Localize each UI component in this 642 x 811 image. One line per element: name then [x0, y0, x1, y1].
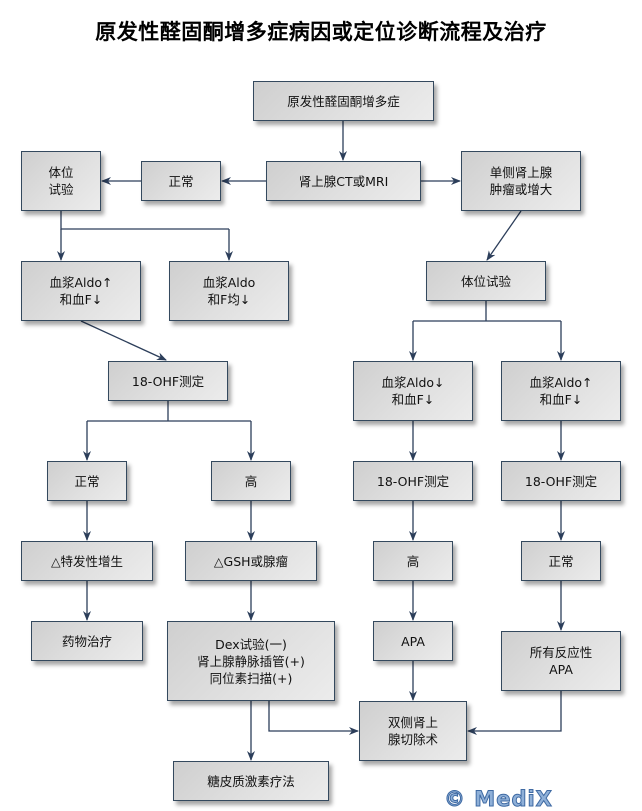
edge-posture-right-split [413, 301, 561, 322]
node-dex-test: Dex试验(一) 肾上腺静脉插管(+) 同位素扫描(+) [167, 621, 335, 701]
node-posture-test-left: 体位 试验 [21, 151, 101, 211]
node-18ohf-left: 18-OHF测定 [108, 361, 228, 401]
node-idiopathic-hyperplasia: △特发性增生 [21, 541, 153, 581]
node-glucocorticoid-therapy: 糖皮质激素疗法 [173, 761, 329, 801]
edge-unilateral-to-posture [486, 210, 522, 261]
node-high-mid: 高 [211, 461, 291, 501]
node-gsh-or-adenoma: △GSH或腺瘤 [185, 541, 317, 581]
node-18ohf-right1: 18-OHF测定 [353, 461, 473, 501]
node-high-right: 高 [373, 541, 453, 581]
diagram-title: 原发性醛固酮增多症病因或定位诊断流程及治疗 [95, 19, 547, 44]
node-primary-aldosteronism: 原发性醛固酮增多症 [253, 81, 434, 121]
node-aldo-up-f-down-right: 血浆Aldo↑ 和血F↓ [501, 361, 621, 421]
node-normal-right: 正常 [521, 541, 601, 581]
node-normal-mid: 正常 [47, 461, 127, 501]
node-18ohf-right2: 18-OHF测定 [501, 461, 621, 501]
node-aldo-up-f-down-left: 血浆Aldo↑ 和血F↓ [21, 261, 141, 321]
node-aldo-down-f-down-right: 血浆Aldo↓ 和血F↓ [353, 361, 473, 421]
node-responsive-apa: 所有反应性 APA [501, 631, 621, 691]
node-apa: APA [373, 621, 453, 661]
edge-aldo-up-to-ohf [80, 320, 167, 361]
edge-dex-to-bilateral [268, 701, 359, 735]
node-adrenal-ct-mri: 肾上腺CT或MRI [266, 161, 421, 201]
edge-ohf-split [87, 401, 251, 422]
node-bilateral-adrenalectomy: 双侧肾上 腺切除术 [359, 701, 467, 761]
node-normal-top: 正常 [141, 161, 221, 201]
edge-posture-split [60, 211, 229, 230]
node-drug-therapy: 药物治疗 [31, 621, 143, 661]
node-aldo-f-both-down: 血浆Aldo 和F均↓ [169, 261, 289, 321]
node-posture-test-right: 体位试验 [426, 261, 546, 301]
edge-responsive-to-bilateral [467, 691, 562, 735]
medix-watermark: © MediX [444, 787, 553, 811]
node-unilateral-tumor: 单侧肾上腺 肿瘤或增大 [461, 151, 581, 211]
